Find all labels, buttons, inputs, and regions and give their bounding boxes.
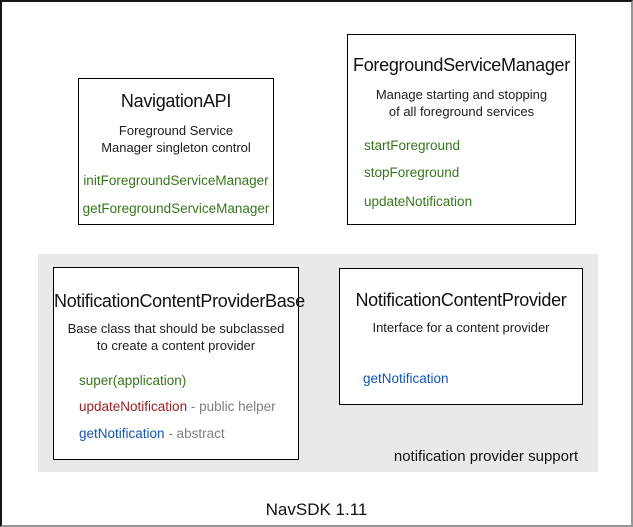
description-line: Manage starting and stopping: [375, 87, 548, 102]
class-box-foreground-service-manager: ForegroundServiceManager Manage starting…: [347, 34, 576, 225]
method-list: initForegroundServiceManager getForegrou…: [79, 172, 273, 218]
method-list: startForeground stopForeground updateNot…: [348, 137, 575, 211]
method-list: getNotification: [340, 370, 582, 388]
footer-version-label: NavSDK 1.11: [265, 500, 368, 519]
member-name: getNotification: [79, 426, 165, 441]
box-title: ForegroundServiceManager: [353, 55, 570, 75]
description-line: Manager singleton control: [101, 140, 251, 155]
member-suffix: - public helper: [187, 399, 276, 414]
box-description: Interface for a content provider: [340, 319, 582, 336]
description-line: Interface for a content provider: [372, 320, 550, 335]
member-line: getNotification - abstract: [79, 425, 298, 443]
method-label: initForegroundServiceManager: [83, 173, 269, 188]
method-label: getForegroundServiceManager: [82, 201, 270, 216]
panel-caption: notification provider support: [393, 448, 579, 465]
box-title: NavigationAPI: [120, 91, 232, 111]
box-description: Manage starting and stopping of all fore…: [348, 86, 575, 120]
description-line: Foreground Service: [118, 123, 234, 138]
member-line: updateNotification - public helper: [79, 398, 298, 416]
box-description: Foreground Service Manager singleton con…: [79, 122, 273, 156]
member-line: super(application): [79, 372, 298, 390]
member-suffix: - abstract: [164, 426, 225, 441]
member-list: super(application) updateNotification - …: [54, 372, 298, 443]
member-name: updateNotification: [79, 399, 188, 414]
box-description: Base class that should be subclassed to …: [54, 320, 298, 354]
method-label: getNotification: [363, 371, 449, 386]
member-name: super(application): [79, 373, 187, 388]
description-line: of all foreground services: [388, 104, 535, 119]
box-title: NotificationContentProvider: [355, 290, 567, 310]
method-label: updateNotification: [364, 194, 473, 209]
box-title: NotificationContentProviderBase: [54, 291, 305, 311]
class-box-navigation-api: NavigationAPI Foreground Service Manager…: [78, 78, 274, 225]
description-line: Base class that should be subclassed: [67, 321, 285, 336]
class-box-notification-content-provider-base: NotificationContentProviderBase Base cla…: [53, 267, 305, 460]
class-box-notification-content-provider: NotificationContentProvider Interface fo…: [339, 268, 583, 405]
method-label: stopForeground: [364, 165, 460, 180]
method-label: startForeground: [364, 138, 461, 153]
description-line: to create a content provider: [96, 338, 256, 353]
